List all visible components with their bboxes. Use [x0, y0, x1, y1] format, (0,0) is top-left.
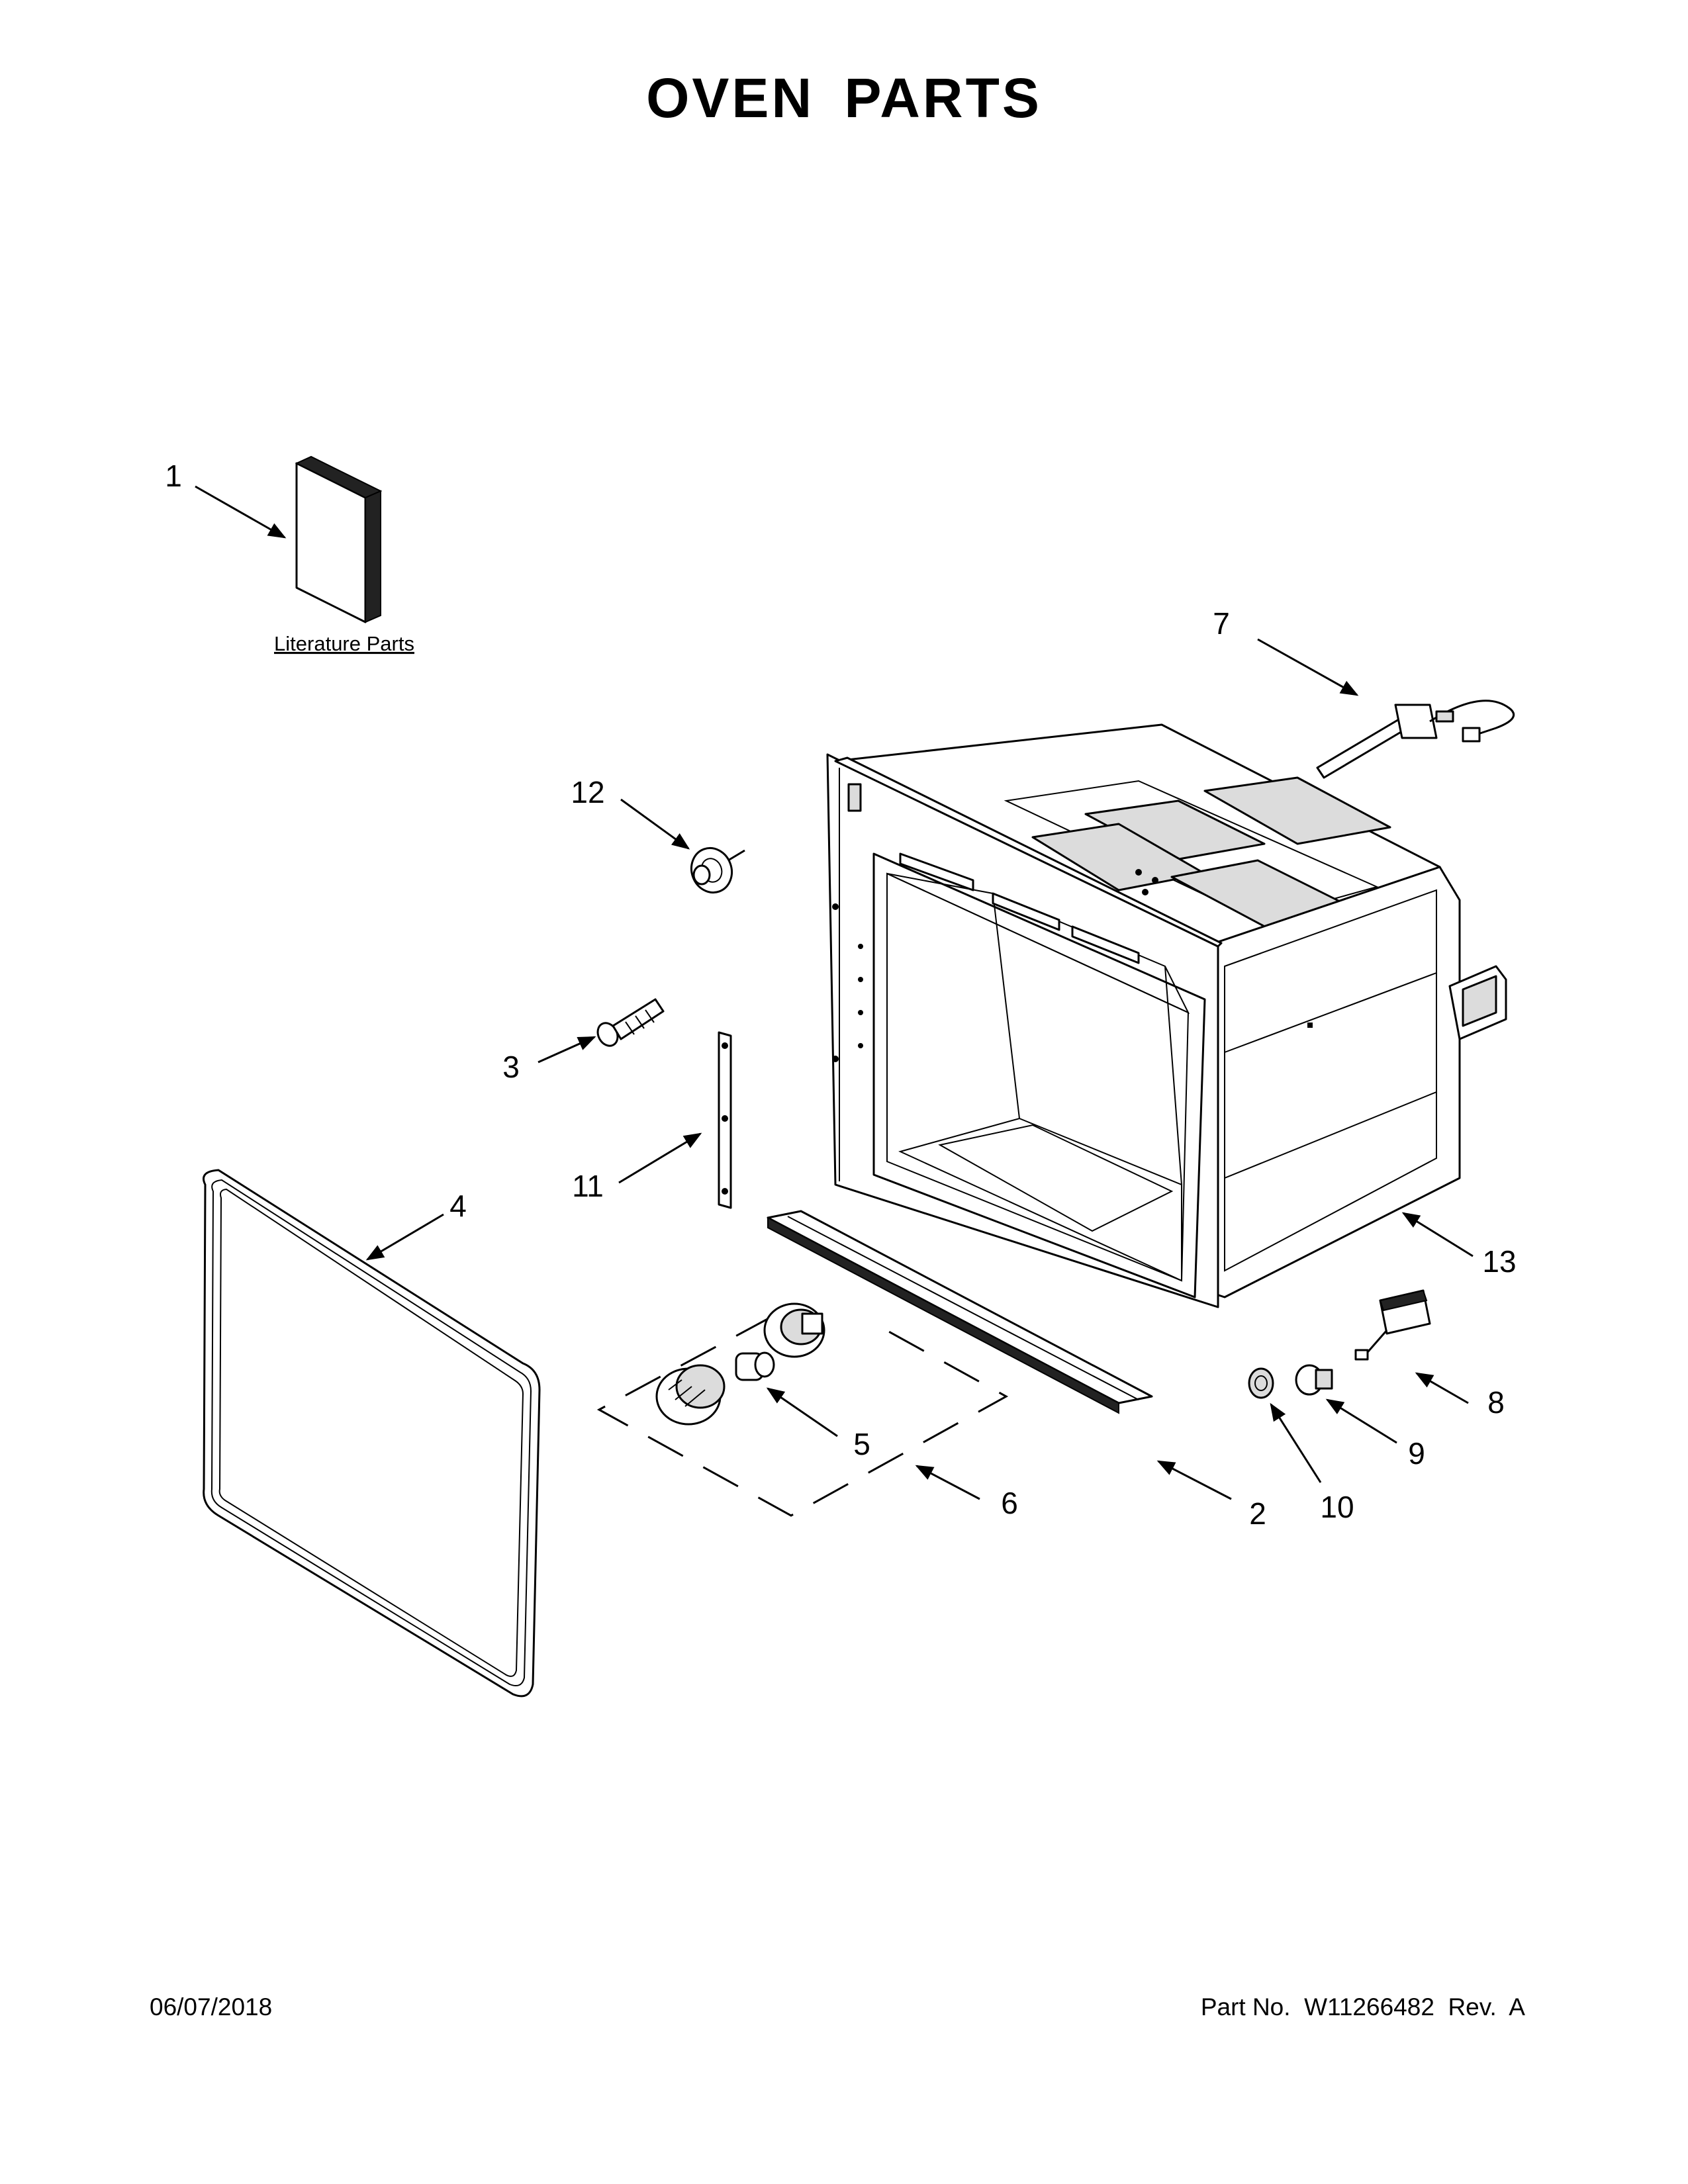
- callout-2: 2: [1249, 1496, 1266, 1531]
- oven-cavity-body: [826, 723, 1507, 1308]
- page-title: OVEN PARTS: [646, 67, 1042, 129]
- door-gasket: [203, 1169, 541, 1698]
- callout-10: 10: [1320, 1490, 1354, 1524]
- callout-3: 3: [502, 1050, 520, 1084]
- vertical-bracket: [718, 1031, 732, 1209]
- callout-4: 4: [449, 1189, 467, 1223]
- knob-kit: [596, 1302, 1009, 1517]
- callout-5: 5: [853, 1427, 870, 1461]
- knob-insert: [1295, 1364, 1333, 1396]
- callout-12: 12: [571, 775, 604, 809]
- temperature-sensor: [1316, 700, 1515, 779]
- literature-parts-label: Literature Parts: [274, 632, 414, 655]
- knob-small: [690, 846, 745, 894]
- callout-1: 1: [165, 459, 182, 493]
- door-switch: [1354, 1289, 1431, 1361]
- callout-numbers: 1 2 3 4 5 6 7 8 9 10 11 12 13: [165, 459, 1516, 1531]
- grommet: [1248, 1367, 1274, 1399]
- callout-7: 7: [1213, 606, 1230, 641]
- callout-11: 11: [572, 1169, 604, 1203]
- screw: [596, 998, 665, 1047]
- literature-parts-booklet: Literature Parts: [274, 455, 414, 655]
- callout-8: 8: [1487, 1385, 1505, 1420]
- callout-6: 6: [1001, 1486, 1018, 1520]
- footer-part-number: Part No. W11266482 Rev. A: [1200, 1993, 1525, 2021]
- callout-leaders: [195, 485, 1474, 1500]
- footer-date: 06/07/2018: [150, 1993, 273, 2021]
- bottom-trim-strip: [767, 1210, 1153, 1414]
- callout-13: 13: [1482, 1244, 1516, 1279]
- callout-9: 9: [1408, 1436, 1425, 1471]
